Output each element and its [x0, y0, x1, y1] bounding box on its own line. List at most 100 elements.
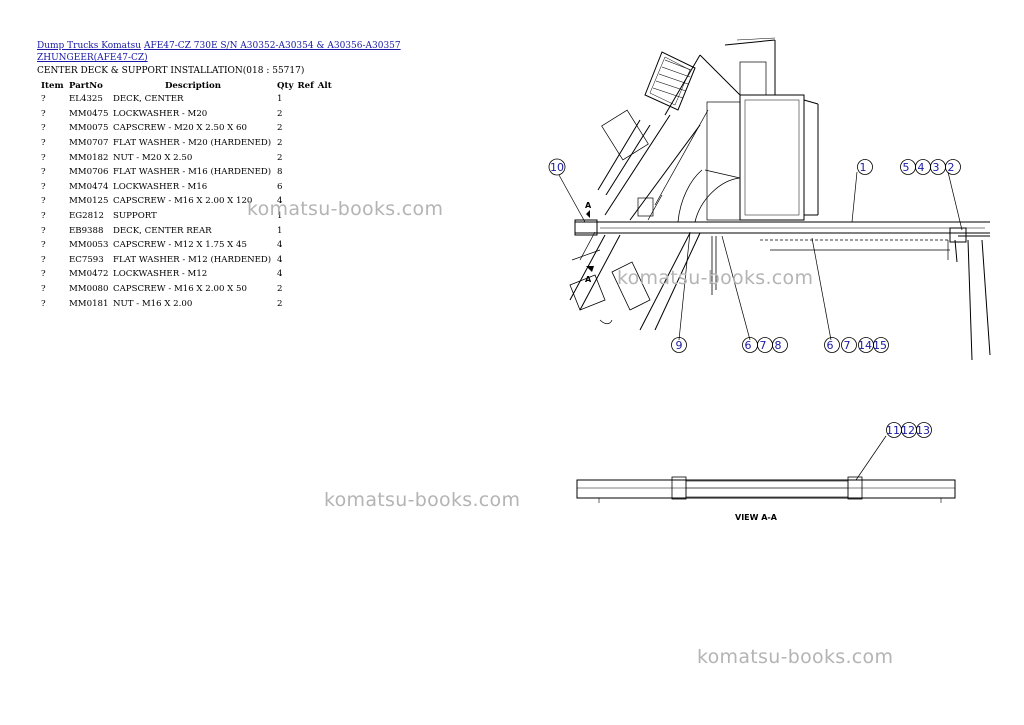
item-cell: ? [41, 254, 46, 265]
callout-2: 2 [948, 161, 955, 174]
item-cell: ? [41, 167, 46, 178]
header-part-no: PartNo [69, 80, 103, 91]
item-cell: ? [41, 196, 46, 207]
watermark: komatsu-books.com [324, 489, 521, 511]
item-cell: ? [41, 94, 46, 105]
part-no-cell: MM0475 [69, 108, 109, 119]
part-no-cell: MM0474 [69, 181, 109, 192]
qty-cell: 1 [277, 225, 283, 236]
header-alt: Alt [317, 80, 332, 91]
callout-balloons [548, 158, 961, 438]
callout-7b: 7 [844, 339, 851, 352]
description-cell: CAPSCREW - M12 X 1.75 X 45 [113, 240, 247, 251]
part-no-cell: EL4325 [69, 94, 103, 105]
qty-cell: 1 [277, 94, 283, 105]
callout-15: 15 [873, 339, 887, 352]
callout-1: 1 [860, 161, 867, 174]
callout-7a: 7 [760, 339, 767, 352]
callout-6b: 6 [827, 339, 834, 352]
breadcrumb-link-dump-trucks[interactable]: Dump Trucks Komatsu [37, 41, 142, 51]
qty-cell: 2 [277, 298, 283, 309]
item-cell: ? [41, 152, 46, 163]
left-bracket [574, 219, 598, 236]
qty-cell: 2 [277, 152, 283, 163]
table-row: ? MM0182 NUT - M20 X 2.50 2 [37, 150, 340, 165]
header-item: Item [41, 80, 64, 91]
qty-cell: 4 [277, 196, 283, 207]
section-marker-a: A [585, 201, 592, 210]
part-no-cell: MM0080 [69, 284, 109, 295]
part-no-cell: MM0181 [69, 298, 109, 309]
part-no-cell: MM0707 [69, 138, 109, 149]
part-no-cell: EB9388 [69, 225, 104, 236]
callout-5: 5 [903, 161, 910, 174]
table-row: ? EL4325 DECK, CENTER 1 [37, 92, 340, 107]
callout-3: 3 [933, 161, 940, 174]
part-no-cell: MM0182 [69, 152, 109, 163]
description-cell: LOCKWASHER - M16 [113, 181, 208, 192]
item-cell: ? [41, 138, 46, 149]
callout-12: 12 [901, 424, 915, 437]
item-cell: ? [41, 181, 46, 192]
qty-cell: 4 [277, 240, 283, 251]
qty-cell: 2 [277, 284, 283, 295]
description-cell: LOCKWASHER - M12 [113, 269, 208, 280]
description-cell: CAPSCREW - M20 X 2.50 X 60 [113, 123, 247, 134]
breadcrumb: Dump Trucks Komatsu AFE47-CZ 730E S/N A3… [37, 40, 477, 64]
qty-cell: 2 [277, 138, 283, 149]
callout-13: 13 [916, 424, 930, 437]
callout-6a: 6 [745, 339, 752, 352]
description-cell: DECK, CENTER REAR [113, 225, 212, 236]
cabinet [739, 94, 805, 221]
table-row: ? MM0474 LOCKWASHER - M16 6 [37, 180, 340, 195]
breadcrumb-link-model[interactable]: AFE47-CZ 730E S/N A30352-A30354 & A30356… [37, 41, 401, 63]
description-cell: SUPPORT [113, 211, 157, 222]
item-cell: ? [41, 123, 46, 134]
qty-cell: 1 [277, 211, 283, 222]
part-no-cell: EC7593 [69, 254, 104, 265]
callout-4: 4 [918, 161, 925, 174]
view-a-a [576, 476, 956, 503]
watermark: komatsu-books.com [697, 646, 894, 668]
parts-table-header: Item PartNo Description Qty Ref Alt [37, 79, 340, 92]
description-cell: NUT - M20 X 2.50 [113, 152, 193, 163]
callout-8: 8 [775, 339, 782, 352]
view-label: VIEW A-A [735, 513, 778, 522]
section-title: CENTER DECK & SUPPORT INSTALLATION(018 :… [37, 66, 305, 76]
item-cell: ? [41, 284, 46, 295]
description-cell: CAPSCREW - M16 X 2.00 X 120 [113, 196, 253, 207]
qty-cell: 6 [277, 181, 283, 192]
qty-cell: 2 [277, 123, 283, 134]
part-no-cell: EG2812 [69, 211, 105, 222]
callout-14: 14 [858, 339, 872, 352]
part-no-cell: MM0125 [69, 196, 109, 207]
item-cell: ? [41, 269, 46, 280]
qty-cell: 8 [277, 167, 283, 178]
part-no-cell: MM0706 [69, 167, 109, 178]
item-cell: ? [41, 108, 46, 119]
description-cell: DECK, CENTER [113, 94, 184, 105]
radiator-grille [644, 51, 696, 111]
header-ref: Ref [297, 80, 314, 91]
parts-table: Item PartNo Description Qty Ref Alt ? EL4… [37, 79, 340, 311]
watermark: komatsu-books.com [247, 198, 444, 220]
description-cell: NUT - M16 X 2.00 [113, 298, 193, 309]
section-marker-a-lower: A [585, 275, 592, 284]
part-no-cell: MM0472 [69, 269, 109, 280]
right-bracket [949, 227, 967, 243]
description-cell: FLAT WASHER - M20 (HARDENED) [113, 138, 272, 149]
watermark: komatsu-books.com [617, 267, 814, 289]
callout-10: 10 [550, 161, 564, 174]
callout-11: 11 [886, 424, 900, 437]
